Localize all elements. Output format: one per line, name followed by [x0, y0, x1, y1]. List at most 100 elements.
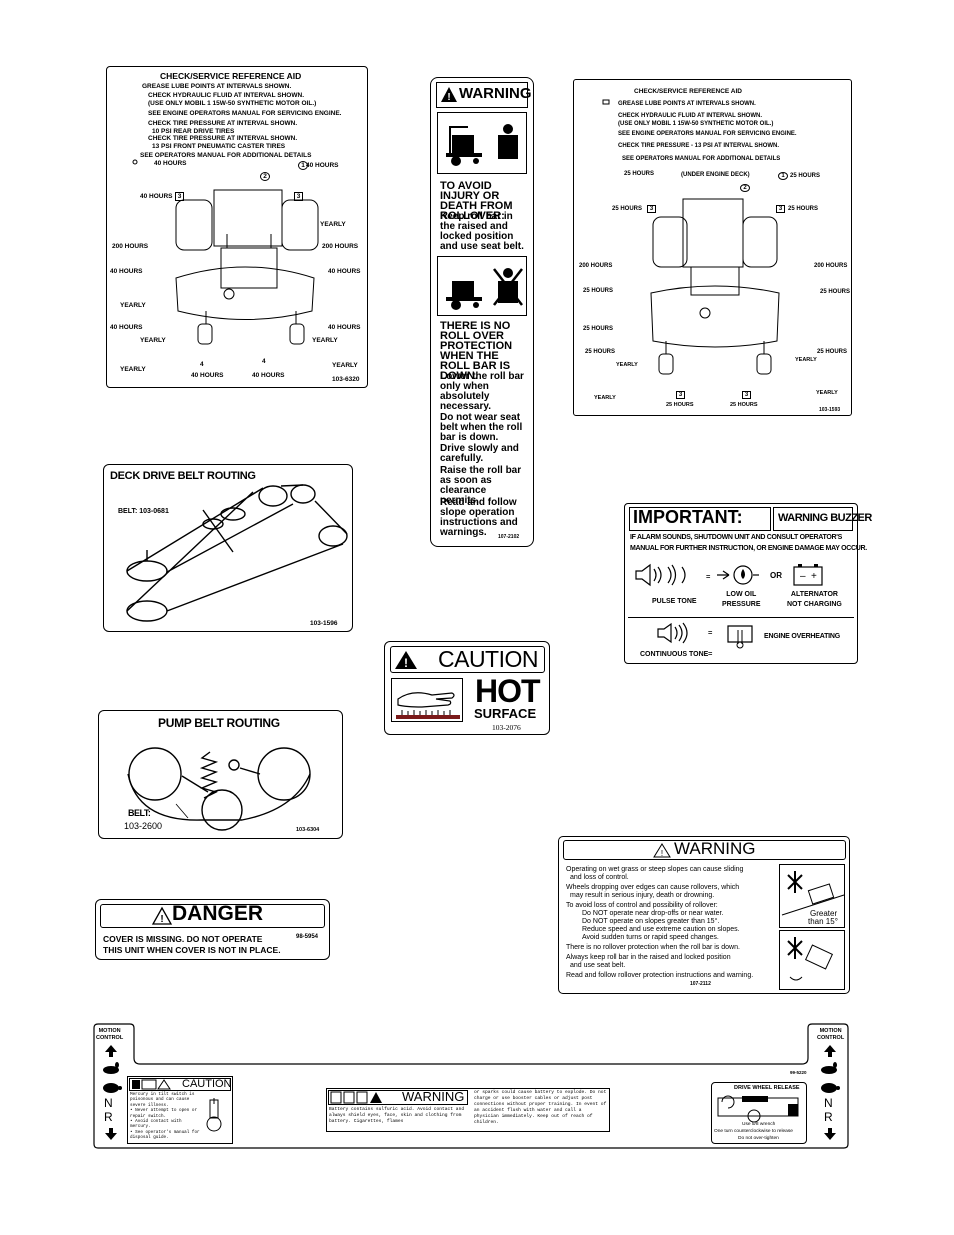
- ref2-marker: 1: [778, 172, 788, 180]
- arrow-up-left-icon: [105, 1045, 117, 1057]
- motion-control-right: MOTION CONTROL: [817, 1028, 845, 1041]
- important-divider: [628, 617, 854, 618]
- important-text-2: MANUAL FOR FURTHER INSTRUCTION, OR ENGIN…: [630, 545, 867, 552]
- mercury-icons: [132, 1079, 171, 1090]
- arrow-down-right-icon: [824, 1128, 836, 1140]
- svg-text:+: +: [811, 571, 817, 582]
- battery-warning-box: [326, 1088, 610, 1132]
- warning-wide-item-5: Do NOT operate near drop-offs or near wa…: [582, 910, 724, 917]
- rabbit-left-icon: [103, 1062, 119, 1074]
- ref1-label: 40 HOURS: [328, 268, 361, 275]
- pump-belt-diagram: [127, 747, 311, 831]
- caution-header-box: [390, 646, 545, 673]
- reference-aid-2-part: 103-1593: [819, 407, 841, 413]
- danger-triangle-icon: !: [151, 906, 173, 925]
- warning-wide-item-8: Avoid sudden turns or rapid speed change…: [582, 934, 719, 941]
- danger-header-box: [100, 904, 325, 928]
- arrow-down-left-icon: [105, 1128, 117, 1140]
- ref2-label: 200 HOURS: [814, 263, 848, 269]
- reference-aid-1-legend-6: CHECK TIRE PRESSURE AT INTERVAL SHOWN.: [148, 135, 298, 142]
- ref2-label: 25 HOURS: [583, 288, 614, 294]
- battery-warning-left-text: Battery contains sulfuric acid. Avoid co…: [329, 1107, 465, 1124]
- drive-wheel-release-l1: Use 5/8 wrench: [742, 1122, 776, 1127]
- reference-aid-2-legend-2: (USE ONLY MOBIL 1 15W-50 SYNTHETIC MOTOR…: [618, 121, 774, 127]
- caution-hot-word: HOT: [475, 673, 541, 709]
- rollbar-up-icon: [446, 124, 518, 166]
- battery-hazard-icons: [330, 1091, 382, 1104]
- warning-wide-header: WARNING: [674, 839, 756, 858]
- warning-wide-item-10: Always keep roll bar in the raised and l…: [566, 954, 731, 961]
- reference-aid-decal-1: [106, 66, 368, 388]
- important-alternator: ALTERNATOR NOT CHARGING: [787, 591, 842, 608]
- ref1-label: YEARLY: [320, 221, 346, 228]
- reference-aid-decal-2: [573, 79, 852, 416]
- important-overheating: ENGINE OVERHEATING: [764, 633, 841, 640]
- reverse-right: R: [824, 1110, 833, 1124]
- neutral-right: N: [824, 1096, 833, 1110]
- important-low-oil: LOW OIL PRESSURE: [722, 591, 761, 608]
- warning-wide-item-6: Do NOT operate on slopes greater than 15…: [582, 918, 720, 925]
- ref1-label: 200 HOURS: [112, 243, 149, 250]
- ref2-label: 25 HOURS: [730, 402, 758, 408]
- ref1-label: YEARLY: [140, 337, 166, 344]
- engine-temp-icon: [727, 625, 753, 649]
- reference-aid-2-legend-4: CHECK TIRE PRESSURE - 13 PSI AT INTERVAL…: [618, 143, 780, 149]
- ref1-label: 40 HOURS: [110, 268, 143, 275]
- warning-wide-header-box: [563, 840, 846, 860]
- ref2-marker: 2: [740, 184, 750, 192]
- arrow-up-right-icon: [824, 1045, 836, 1057]
- hand-burn-icon: [396, 692, 460, 719]
- important-text-1: IF ALARM SOUNDS, SHUTDOWN UNIT AND CONSU…: [630, 534, 842, 541]
- deck-belt-part: 103-1596: [310, 620, 338, 627]
- mercury-caution-header-box: [129, 1078, 231, 1091]
- important-continuous-tone: CONTINUOUS TONE: [640, 651, 709, 658]
- neutral-left: N: [104, 1096, 113, 1110]
- danger-line-1: COVER IS MISSING. DO NOT OPERATE: [103, 934, 263, 944]
- ref1-label: 40 HOURS: [140, 193, 173, 200]
- ref1-label: YEARLY: [120, 366, 146, 373]
- warning-wide-item-0: Operating on wet grass or steep slopes c…: [566, 866, 744, 873]
- battery-icon: –+: [793, 564, 823, 586]
- reference-aid-2-legend-0: GREASE LUBE POINTS AT INTERVALS SHOWN.: [618, 101, 756, 107]
- warning-wide-item-11: and use seat belt.: [570, 962, 626, 969]
- warning-read-text: Read and follow slope operation instruct…: [440, 497, 518, 538]
- warning-no-belt-text: Do not wear seat belt when the roll bar …: [440, 412, 523, 443]
- ref2-label: 25 HOURS: [788, 206, 819, 212]
- ref1-label: YEARLY: [120, 302, 146, 309]
- battery-warning-header: WARNING: [402, 1089, 465, 1104]
- important-title-box: [629, 507, 771, 531]
- ref1-label: 40 HOURS: [110, 324, 143, 331]
- warning-wide-item-7: Reduce speed and use extreme caution on …: [582, 926, 740, 933]
- ref1-label: YEARLY: [332, 362, 358, 369]
- caution-surface-word: SURFACE: [474, 706, 537, 721]
- warning-wide-part: 107-2112: [690, 981, 711, 987]
- no-seatbelt-pictogram: [437, 256, 527, 316]
- pump-belt-number: 103-2600: [124, 821, 163, 831]
- seatbelt-pictogram: [437, 112, 527, 174]
- ref2-label: 25 HOURS: [612, 206, 643, 212]
- warning-drive-text: Drive slowly and carefully.: [440, 443, 519, 464]
- danger-header: DANGER: [172, 902, 264, 925]
- warning-lower-text: Lower the roll bar only when absolutely …: [440, 371, 524, 412]
- reference-aid-1-legend-8: SEE OPERATORS MANUAL FOR ADDITIONAL DETA…: [140, 152, 312, 159]
- mercury-caution-header: CAUTION: [182, 1078, 232, 1090]
- rollover-slope-icon: [781, 871, 845, 916]
- important-pulse-tone: PULSE TONE: [652, 598, 697, 605]
- speaker-continuous-icon: [657, 622, 688, 644]
- warning-tall-header: WARNING: [459, 85, 532, 102]
- rollover-tip-icon: [787, 937, 834, 981]
- ref1-marker: 1: [298, 161, 308, 170]
- ref1-marker: 4: [200, 361, 204, 368]
- control-panel-outline: [93, 1023, 849, 1149]
- danger-decal: [95, 899, 330, 960]
- ref2-label: 25 HOURS: [666, 402, 694, 408]
- important-eq-1: =: [706, 572, 711, 581]
- drive-wheel-release-box: [711, 1082, 807, 1144]
- mower-diagram-2: [602, 99, 780, 375]
- caution-hot-header: CAUTION: [438, 646, 539, 672]
- drive-wheel-release-l3: Do not over-tighten: [738, 1136, 779, 1141]
- svg-text:!: !: [160, 914, 163, 925]
- reference-aid-1-legend-1: CHECK HYDRAULIC FLUID AT INTERVAL SHOWN.: [148, 92, 304, 99]
- important-subtitle-box: [773, 507, 853, 531]
- warning-greater: Greater: [810, 909, 838, 918]
